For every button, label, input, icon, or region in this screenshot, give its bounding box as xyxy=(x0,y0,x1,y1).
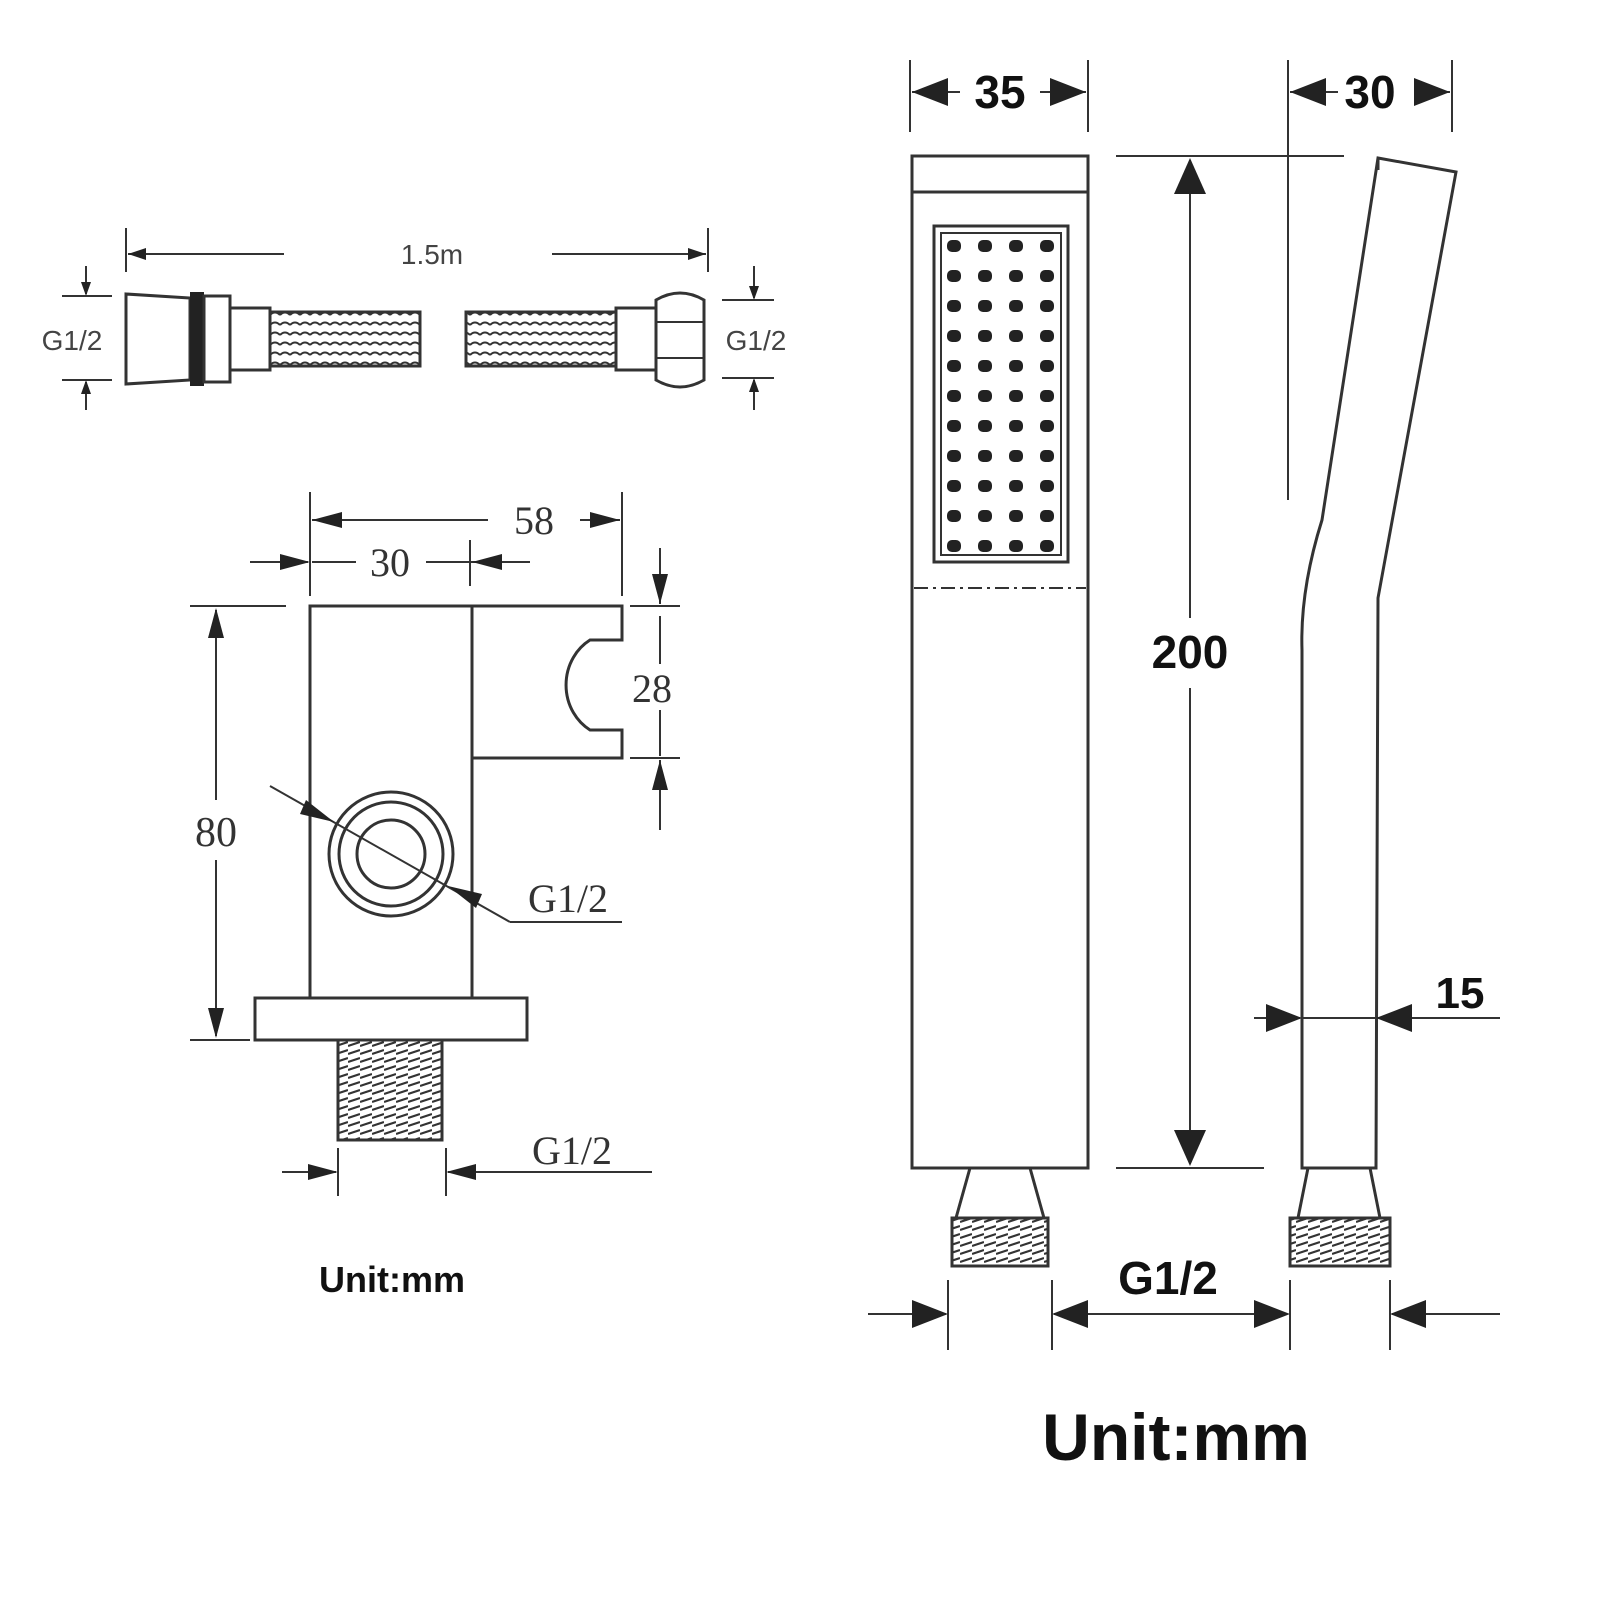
bracket-outlet-label: G1/2 xyxy=(532,1128,612,1173)
nozzle xyxy=(1040,510,1054,522)
handshower-length-label: 200 xyxy=(1152,626,1229,678)
bracket-width-body-label: 30 xyxy=(370,540,410,585)
bracket-drawing xyxy=(190,492,680,1196)
nozzle xyxy=(1040,300,1054,312)
bracket-holder-label: 28 xyxy=(632,666,672,711)
handshower-unit-label: Unit:mm xyxy=(1042,1400,1310,1474)
nozzle xyxy=(978,270,992,282)
nozzle xyxy=(947,270,961,282)
nozzle xyxy=(1040,480,1054,492)
nozzle xyxy=(1009,540,1023,552)
nozzle xyxy=(1040,390,1054,402)
nozzle xyxy=(978,360,992,372)
nozzle xyxy=(1040,450,1054,462)
nozzle xyxy=(1009,510,1023,522)
nozzle xyxy=(947,300,961,312)
bracket-height-label: 80 xyxy=(195,810,237,856)
nozzle xyxy=(1009,390,1023,402)
bracket-unit-label: Unit:mm xyxy=(319,1259,465,1300)
nozzle xyxy=(978,540,992,552)
nozzle xyxy=(1009,360,1023,372)
nozzle xyxy=(947,540,961,552)
handshower-side xyxy=(1254,60,1500,1350)
nozzle xyxy=(978,300,992,312)
nozzle xyxy=(947,450,961,462)
handshower-thread-label: G1/2 xyxy=(1118,1252,1218,1304)
nozzle xyxy=(1040,240,1054,252)
nozzle xyxy=(978,240,992,252)
nozzle xyxy=(1009,420,1023,432)
nozzle-grid xyxy=(947,240,1054,552)
nozzle xyxy=(1009,330,1023,342)
nozzle xyxy=(978,480,992,492)
nozzle xyxy=(978,330,992,342)
nozzle xyxy=(947,390,961,402)
bracket-inlet-label: G1/2 xyxy=(528,876,608,921)
nozzle xyxy=(978,510,992,522)
nozzle xyxy=(947,360,961,372)
nozzle xyxy=(1040,330,1054,342)
bracket-width-total-label: 58 xyxy=(514,498,554,543)
nozzle xyxy=(1040,420,1054,432)
nozzle xyxy=(1009,480,1023,492)
nozzle xyxy=(1040,270,1054,282)
nozzle xyxy=(947,330,961,342)
handshower-depth-label: 30 xyxy=(1344,66,1395,118)
nozzle xyxy=(1040,540,1054,552)
nozzle xyxy=(1009,300,1023,312)
nozzle xyxy=(1009,240,1023,252)
handshower-front xyxy=(868,60,1344,1350)
hose-length-label: 1.5m xyxy=(401,239,463,270)
nozzle xyxy=(1009,450,1023,462)
handshower-handle-label: 15 xyxy=(1436,969,1485,1018)
nozzle xyxy=(947,480,961,492)
nozzle xyxy=(947,420,961,432)
hose-right-thread-label: G1/2 xyxy=(726,325,787,356)
nozzle xyxy=(947,510,961,522)
nozzle xyxy=(978,420,992,432)
nozzle xyxy=(978,450,992,462)
hose-drawing xyxy=(62,228,774,410)
nozzle xyxy=(1009,270,1023,282)
nozzle xyxy=(1040,360,1054,372)
nozzle xyxy=(947,240,961,252)
hose-left-thread-label: G1/2 xyxy=(42,325,103,356)
nozzle xyxy=(978,390,992,402)
handshower-width-label: 35 xyxy=(974,66,1025,118)
